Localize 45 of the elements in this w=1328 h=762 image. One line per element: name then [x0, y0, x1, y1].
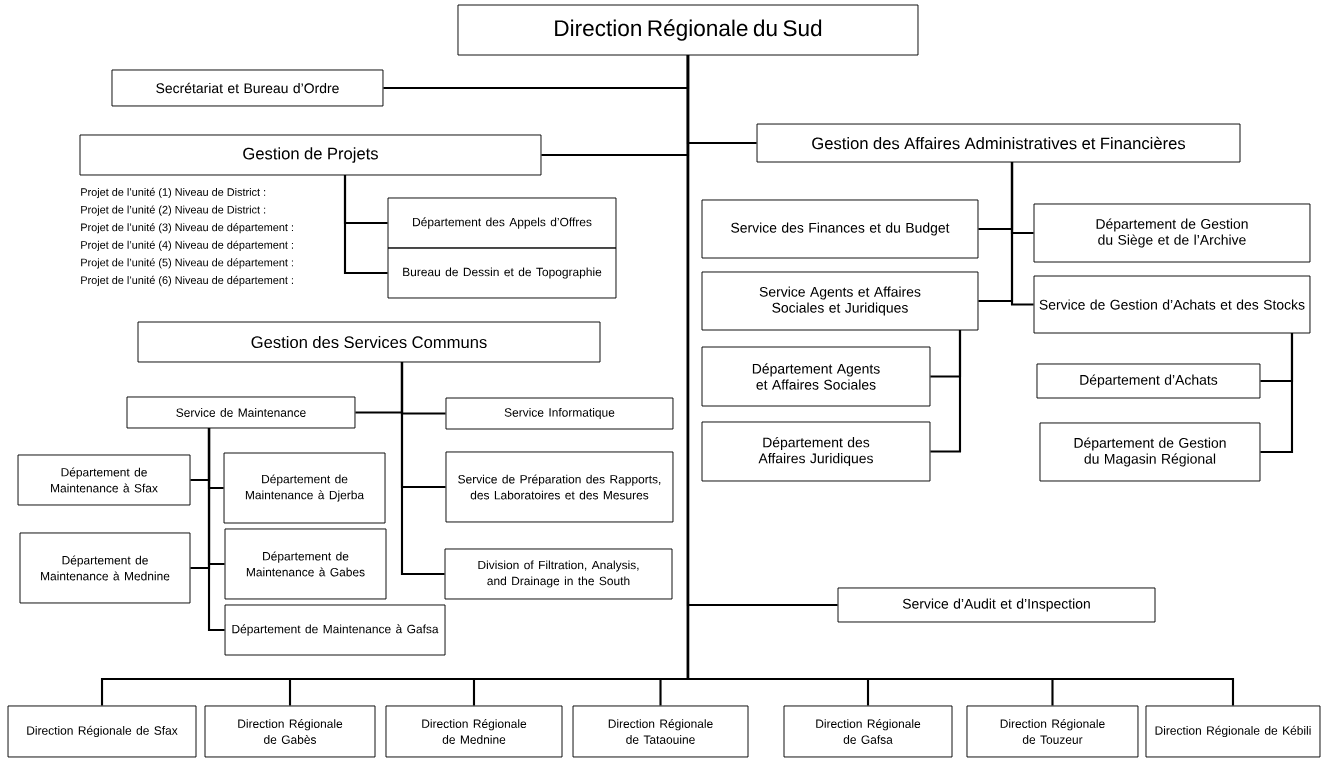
project-unit-label: Projet de l’unité (4) Niveau de département :: [81, 240, 293, 251]
unit-box: Direction Régionale de Gafsa: [783, 705, 953, 758]
unit-box: Département des Appels d’Offres: [387, 197, 617, 249]
unit-box: Direction Régionale de Kébili: [1145, 705, 1321, 758]
unit-box: Bureau de Dessin et de Topographie: [387, 247, 617, 299]
unit-box: Direction Régionale de Touzeur: [966, 705, 1139, 758]
project-unit-label: Projet de l’unité (5) Niveau de département :: [81, 258, 293, 269]
unit-box: Direction Régionale de Gabès: [204, 705, 376, 758]
unit-box: Secrétariat et Bureau d’Ordre: [111, 69, 384, 107]
unit-box: Service des Finances et du Budget: [701, 199, 979, 259]
unit-box: Département Agents et Affaires Sociales: [701, 346, 931, 407]
unit-box: Département de Gestion du Magasin Régional: [1039, 422, 1261, 482]
connector-line: [1260, 333, 1294, 454]
unit-box: Gestion des Affaires Administratives et Financières: [756, 123, 1241, 163]
unit-box: Service de Préparation des Rapports, des Laboratoires et des Mesures: [445, 451, 674, 523]
unit-box: Service Agents et Affaires Sociales et Juridiques: [701, 271, 979, 331]
unit-box: Département des Affaires Juridiques: [701, 421, 931, 482]
connector-line: [207, 428, 225, 632]
unit-box: Direction Régionale de Sfax: [7, 705, 197, 758]
unit-box: Département de Maintenance à Djerba: [223, 452, 386, 524]
project-unit-label: Projet de l’unité (2) Niveau de District :: [81, 205, 266, 216]
connector-line: [930, 330, 962, 453]
connector-line: [1010, 162, 1034, 306]
unit-box: Direction Régionale de Mednine: [385, 705, 563, 758]
connector-line: [343, 175, 388, 275]
unit-box: Département de Maintenance à Gafsa: [224, 604, 446, 656]
unit-box: Gestion des Services Communs: [137, 321, 601, 363]
unit-box: Division of Filtration, Analysis, and Drainage in the South: [444, 548, 673, 600]
unit-box: Département de Maintenance à Mednine: [19, 532, 191, 604]
project-unit-label: Projet de l’unité (1) Niveau de District :: [81, 187, 266, 199]
connector-line: [400, 362, 445, 576]
unit-box: Département de Maintenance à Gabes: [224, 528, 387, 600]
connector-line: [686, 55, 1235, 706]
project-unit-label: Projet de l’unité (3) Niveau de département :: [81, 223, 293, 234]
unit-box: Gestion de Projets: [79, 134, 542, 176]
unit-box: Service de Gestion d’Achats et des Stocks: [1033, 275, 1311, 334]
unit-box: Direction Régionale du Sud: [457, 4, 919, 56]
project-unit-label: Projet de l’unité (6) Niveau de département :: [81, 275, 293, 287]
unit-box: Département de Maintenance à Sfax: [17, 454, 191, 506]
unit-box: Service d’Audit et d’Inspection: [837, 587, 1156, 623]
unit-box: Service Informatique: [445, 397, 674, 430]
unit-box: Direction Régionale de Tataouine: [572, 705, 749, 758]
unit-box: Département de Gestion du Siège et de l’Archive: [1033, 203, 1311, 263]
unit-box: Département d’Achats: [1036, 363, 1261, 399]
unit-box: Service de Maintenance: [126, 396, 356, 429]
